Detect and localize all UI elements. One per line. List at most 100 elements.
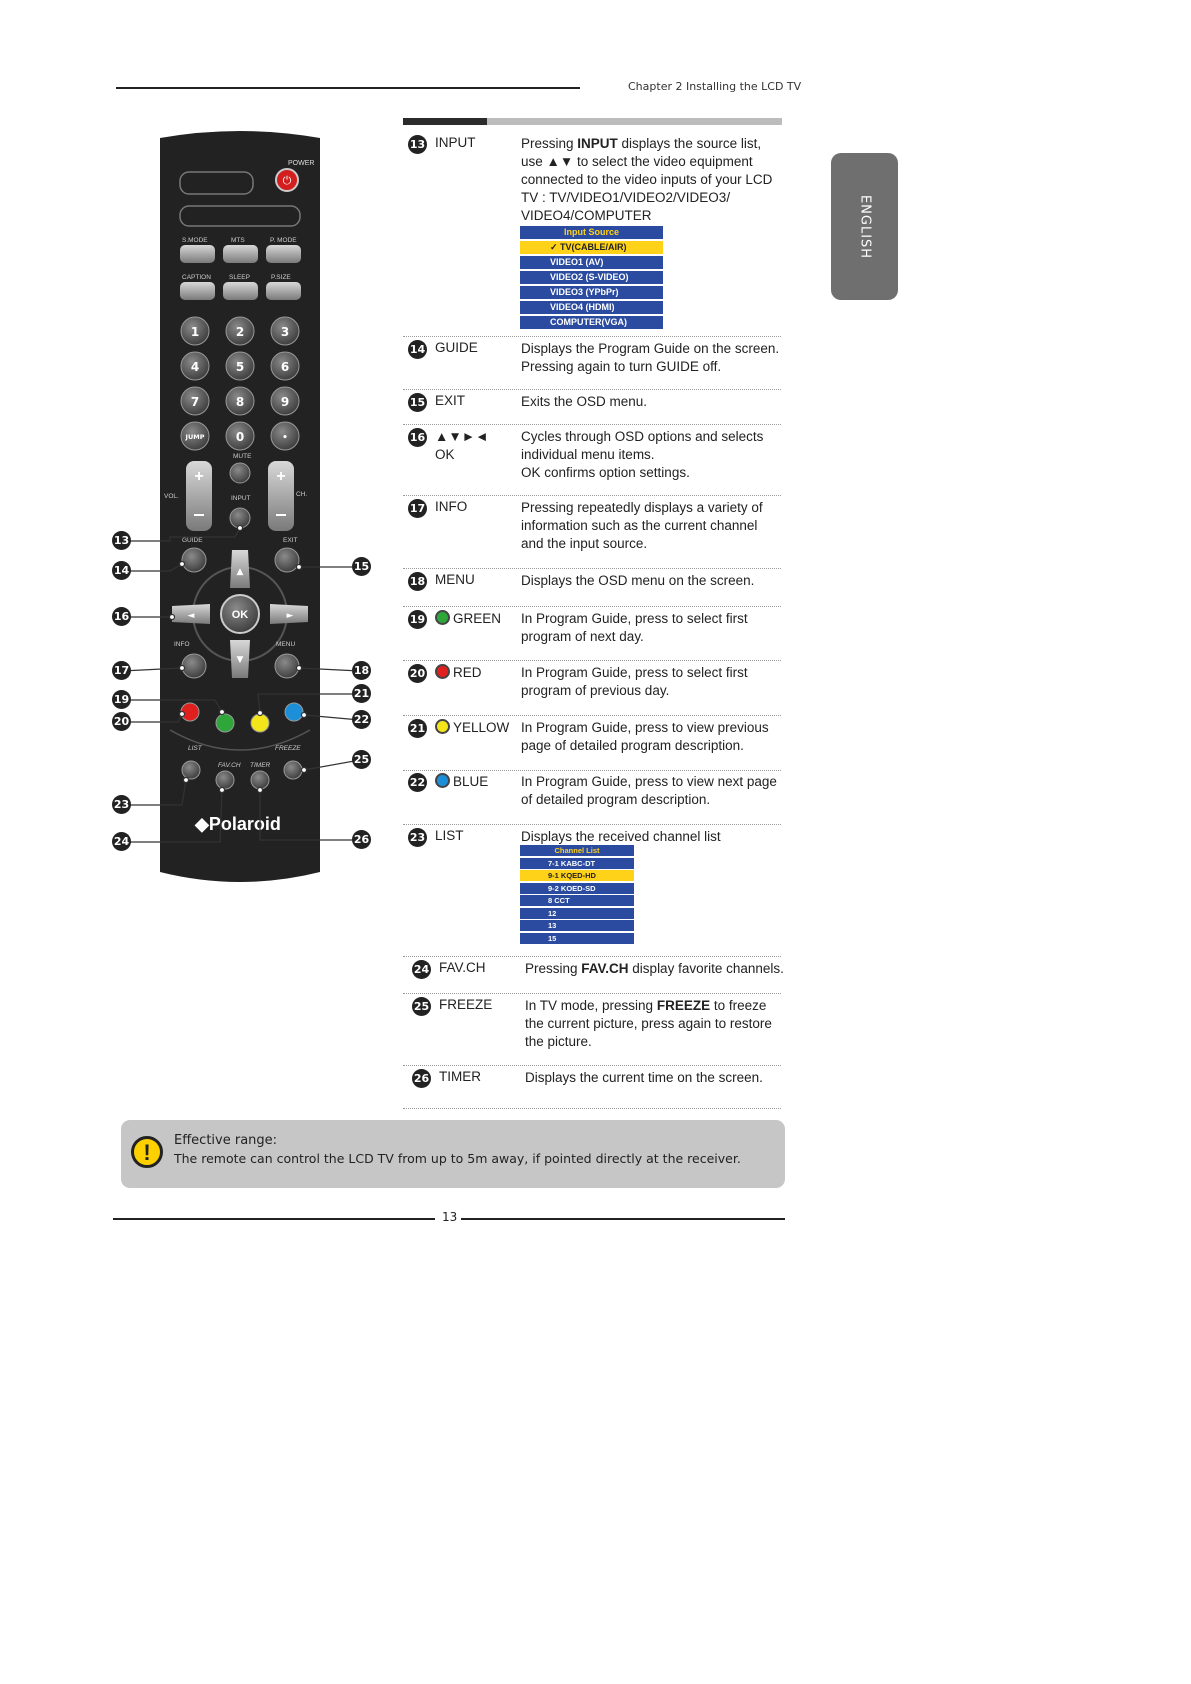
entry-number: 16 bbox=[408, 428, 427, 447]
entry-key-label: FAV.CH bbox=[439, 960, 486, 975]
entry-number: 20 bbox=[408, 664, 427, 683]
callout-19: 19 bbox=[112, 690, 131, 709]
svg-text:JUMP: JUMP bbox=[185, 433, 205, 441]
color-dot-icon bbox=[435, 610, 450, 625]
menu-item: 7-1 KABC-DT bbox=[520, 857, 634, 869]
brand-logo: ◆Polaroid bbox=[194, 814, 281, 834]
callout-22: 22 bbox=[352, 710, 371, 729]
input-source-menu: Input Source✓ TV(CABLE/AIR)VIDEO1 (AV)VI… bbox=[520, 226, 663, 331]
entry-description: Pressing FAV.CH display favorite channel… bbox=[525, 961, 784, 976]
svg-text:5: 5 bbox=[236, 360, 244, 374]
header-rule bbox=[116, 87, 580, 89]
entry-row: 16 ▲▼►◄OK Cycles through OSD options and s… bbox=[403, 425, 781, 496]
svg-text:MENU: MENU bbox=[276, 641, 295, 648]
entry-number: 14 bbox=[408, 340, 427, 359]
menu-item: 9-2 KOED-SD bbox=[520, 882, 634, 894]
svg-text:◄: ◄ bbox=[188, 611, 195, 621]
entry-number: 24 bbox=[412, 960, 431, 979]
svg-text:P. MODE: P. MODE bbox=[270, 237, 297, 244]
page-number: 13 bbox=[442, 1210, 458, 1224]
svg-text:1: 1 bbox=[191, 325, 199, 339]
callout-13: 13 bbox=[112, 531, 131, 550]
section-bar-light bbox=[487, 118, 782, 125]
color-dot-icon bbox=[435, 773, 450, 788]
footer-rule bbox=[113, 1218, 435, 1220]
menu-item: VIDEO4 (HDMI) bbox=[520, 301, 663, 314]
color-dot-icon bbox=[435, 719, 450, 734]
svg-text:▼: ▼ bbox=[237, 655, 244, 665]
entry-number: 15 bbox=[408, 393, 427, 412]
language-tab: ENGLISH bbox=[831, 153, 898, 300]
svg-text:CH.: CH. bbox=[296, 491, 307, 498]
svg-text:•: • bbox=[282, 433, 288, 443]
power-button bbox=[275, 168, 299, 192]
svg-text:⏻: ⏻ bbox=[283, 174, 292, 187]
svg-text:3: 3 bbox=[281, 325, 289, 339]
svg-text:+: + bbox=[194, 468, 203, 485]
entry-description: Pressing repeatedly displays a variety o… bbox=[521, 500, 763, 551]
callout-16: 16 bbox=[112, 607, 131, 626]
menu-item: VIDEO2 (S-VIDEO) bbox=[520, 271, 663, 284]
svg-text:MTS: MTS bbox=[231, 237, 245, 244]
note-title: Effective range: bbox=[174, 1133, 278, 1148]
note-box: ! Effective range: The remote can contro… bbox=[121, 1120, 785, 1188]
entry-description: Displays the OSD menu on the screen. bbox=[521, 573, 755, 588]
entry-row: 24 FAV.CH Pressing FAV.CH display favorite… bbox=[403, 957, 784, 994]
menu-item: COMPUTER(VGA) bbox=[520, 316, 663, 329]
entry-key-label: BLUE bbox=[435, 773, 488, 789]
callout-14: 14 bbox=[112, 561, 131, 580]
language-tab-label: ENGLISH bbox=[857, 194, 872, 259]
entry-number: 19 bbox=[408, 610, 427, 629]
entry-description: In TV mode, pressing FREEZE to freeze th… bbox=[525, 998, 772, 1049]
entry-row: 26 TIMER Displays the current time on the … bbox=[403, 1066, 781, 1109]
menu-item: ✓ TV(CABLE/AIR) bbox=[520, 241, 663, 254]
svg-text:P.SIZE: P.SIZE bbox=[271, 274, 291, 281]
svg-text:FREEZE: FREEZE bbox=[275, 745, 301, 752]
exclamation-icon: ! bbox=[131, 1136, 163, 1168]
callout-23: 23 bbox=[112, 795, 131, 814]
svg-text:VOL.: VOL. bbox=[164, 493, 179, 500]
entry-description: Displays the current time on the screen. bbox=[525, 1070, 763, 1085]
entry-key-label: ▲▼►◄OK bbox=[435, 429, 489, 462]
entry-description: In Program Guide, press to view previous… bbox=[521, 720, 769, 753]
svg-text:9: 9 bbox=[281, 395, 289, 409]
menu-item: VIDEO1 (AV) bbox=[520, 256, 663, 269]
callout-21: 21 bbox=[352, 684, 371, 703]
svg-text:8: 8 bbox=[236, 395, 244, 409]
svg-text:4: 4 bbox=[191, 360, 199, 374]
entry-description: Displays the Program Guide on the screen… bbox=[521, 341, 780, 374]
svg-text:FAV.CH: FAV.CH bbox=[218, 762, 241, 769]
svg-text:LIST: LIST bbox=[188, 745, 203, 752]
entry-key-label: TIMER bbox=[439, 1069, 481, 1084]
svg-text:2: 2 bbox=[236, 325, 244, 339]
callout-25: 25 bbox=[352, 750, 371, 769]
svg-text:MUTE: MUTE bbox=[233, 453, 252, 460]
chapter-title: Chapter 2 Installing the LCD TV bbox=[628, 80, 802, 93]
entry-key-label: RED bbox=[435, 664, 482, 680]
entry-number: 13 bbox=[408, 135, 427, 154]
callout-26: 26 bbox=[352, 830, 371, 849]
svg-text:INFO: INFO bbox=[174, 641, 190, 648]
svg-text:0: 0 bbox=[236, 430, 244, 444]
svg-text:S.MODE: S.MODE bbox=[182, 237, 208, 244]
menu-item: 13 bbox=[520, 920, 634, 931]
entry-number: 17 bbox=[408, 499, 427, 518]
entry-description: Pressing INPUT displays the source list,… bbox=[521, 136, 773, 223]
svg-text:TIMER: TIMER bbox=[250, 762, 271, 769]
entry-key-label: LIST bbox=[435, 828, 464, 843]
entry-description: Exits the OSD menu. bbox=[521, 394, 648, 409]
entry-number: 26 bbox=[412, 1069, 431, 1088]
menu-title: Channel List bbox=[520, 845, 634, 856]
entry-description: Cycles through OSD options and selects i… bbox=[521, 429, 764, 480]
menu-item: 8 CCT bbox=[520, 895, 634, 906]
